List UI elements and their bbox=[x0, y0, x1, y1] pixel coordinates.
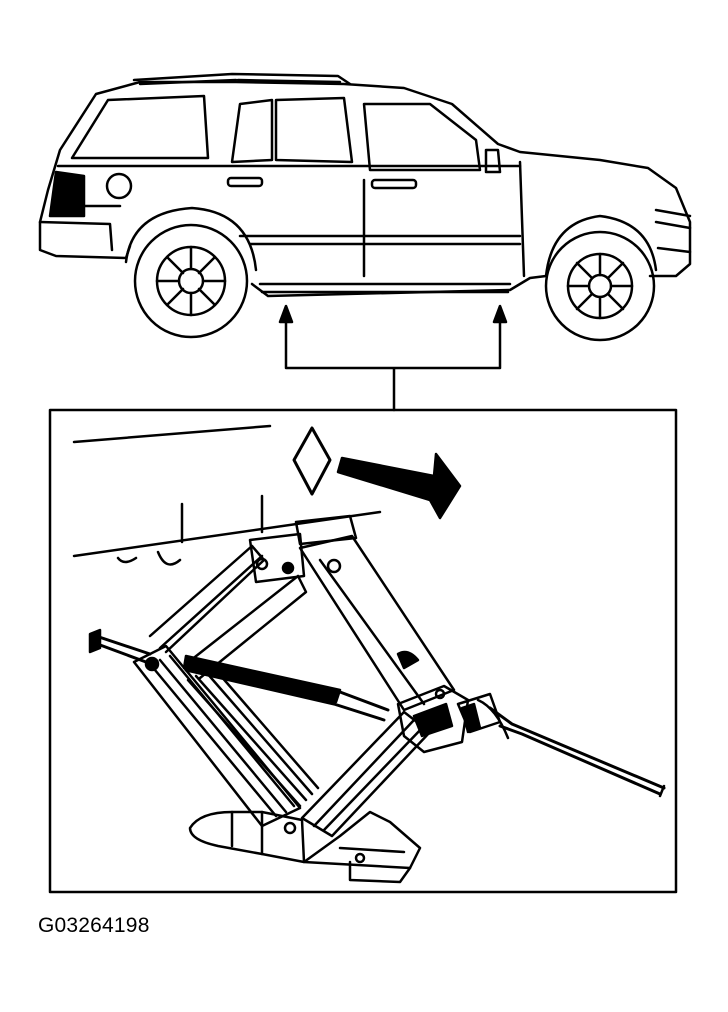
detail-frame bbox=[48, 408, 678, 894]
figure-id-caption: G03264198 bbox=[38, 914, 150, 937]
jack-point-arrow-icon bbox=[278, 304, 294, 324]
lift-point-diamond bbox=[292, 426, 332, 496]
direction-arrow-icon bbox=[336, 452, 462, 520]
suv-illustration bbox=[38, 72, 692, 342]
jack-point-arrow-icon bbox=[492, 304, 508, 324]
jack-point-leader bbox=[278, 304, 508, 412]
underbody bbox=[72, 424, 382, 566]
scissor-jack-illustration bbox=[88, 514, 666, 884]
